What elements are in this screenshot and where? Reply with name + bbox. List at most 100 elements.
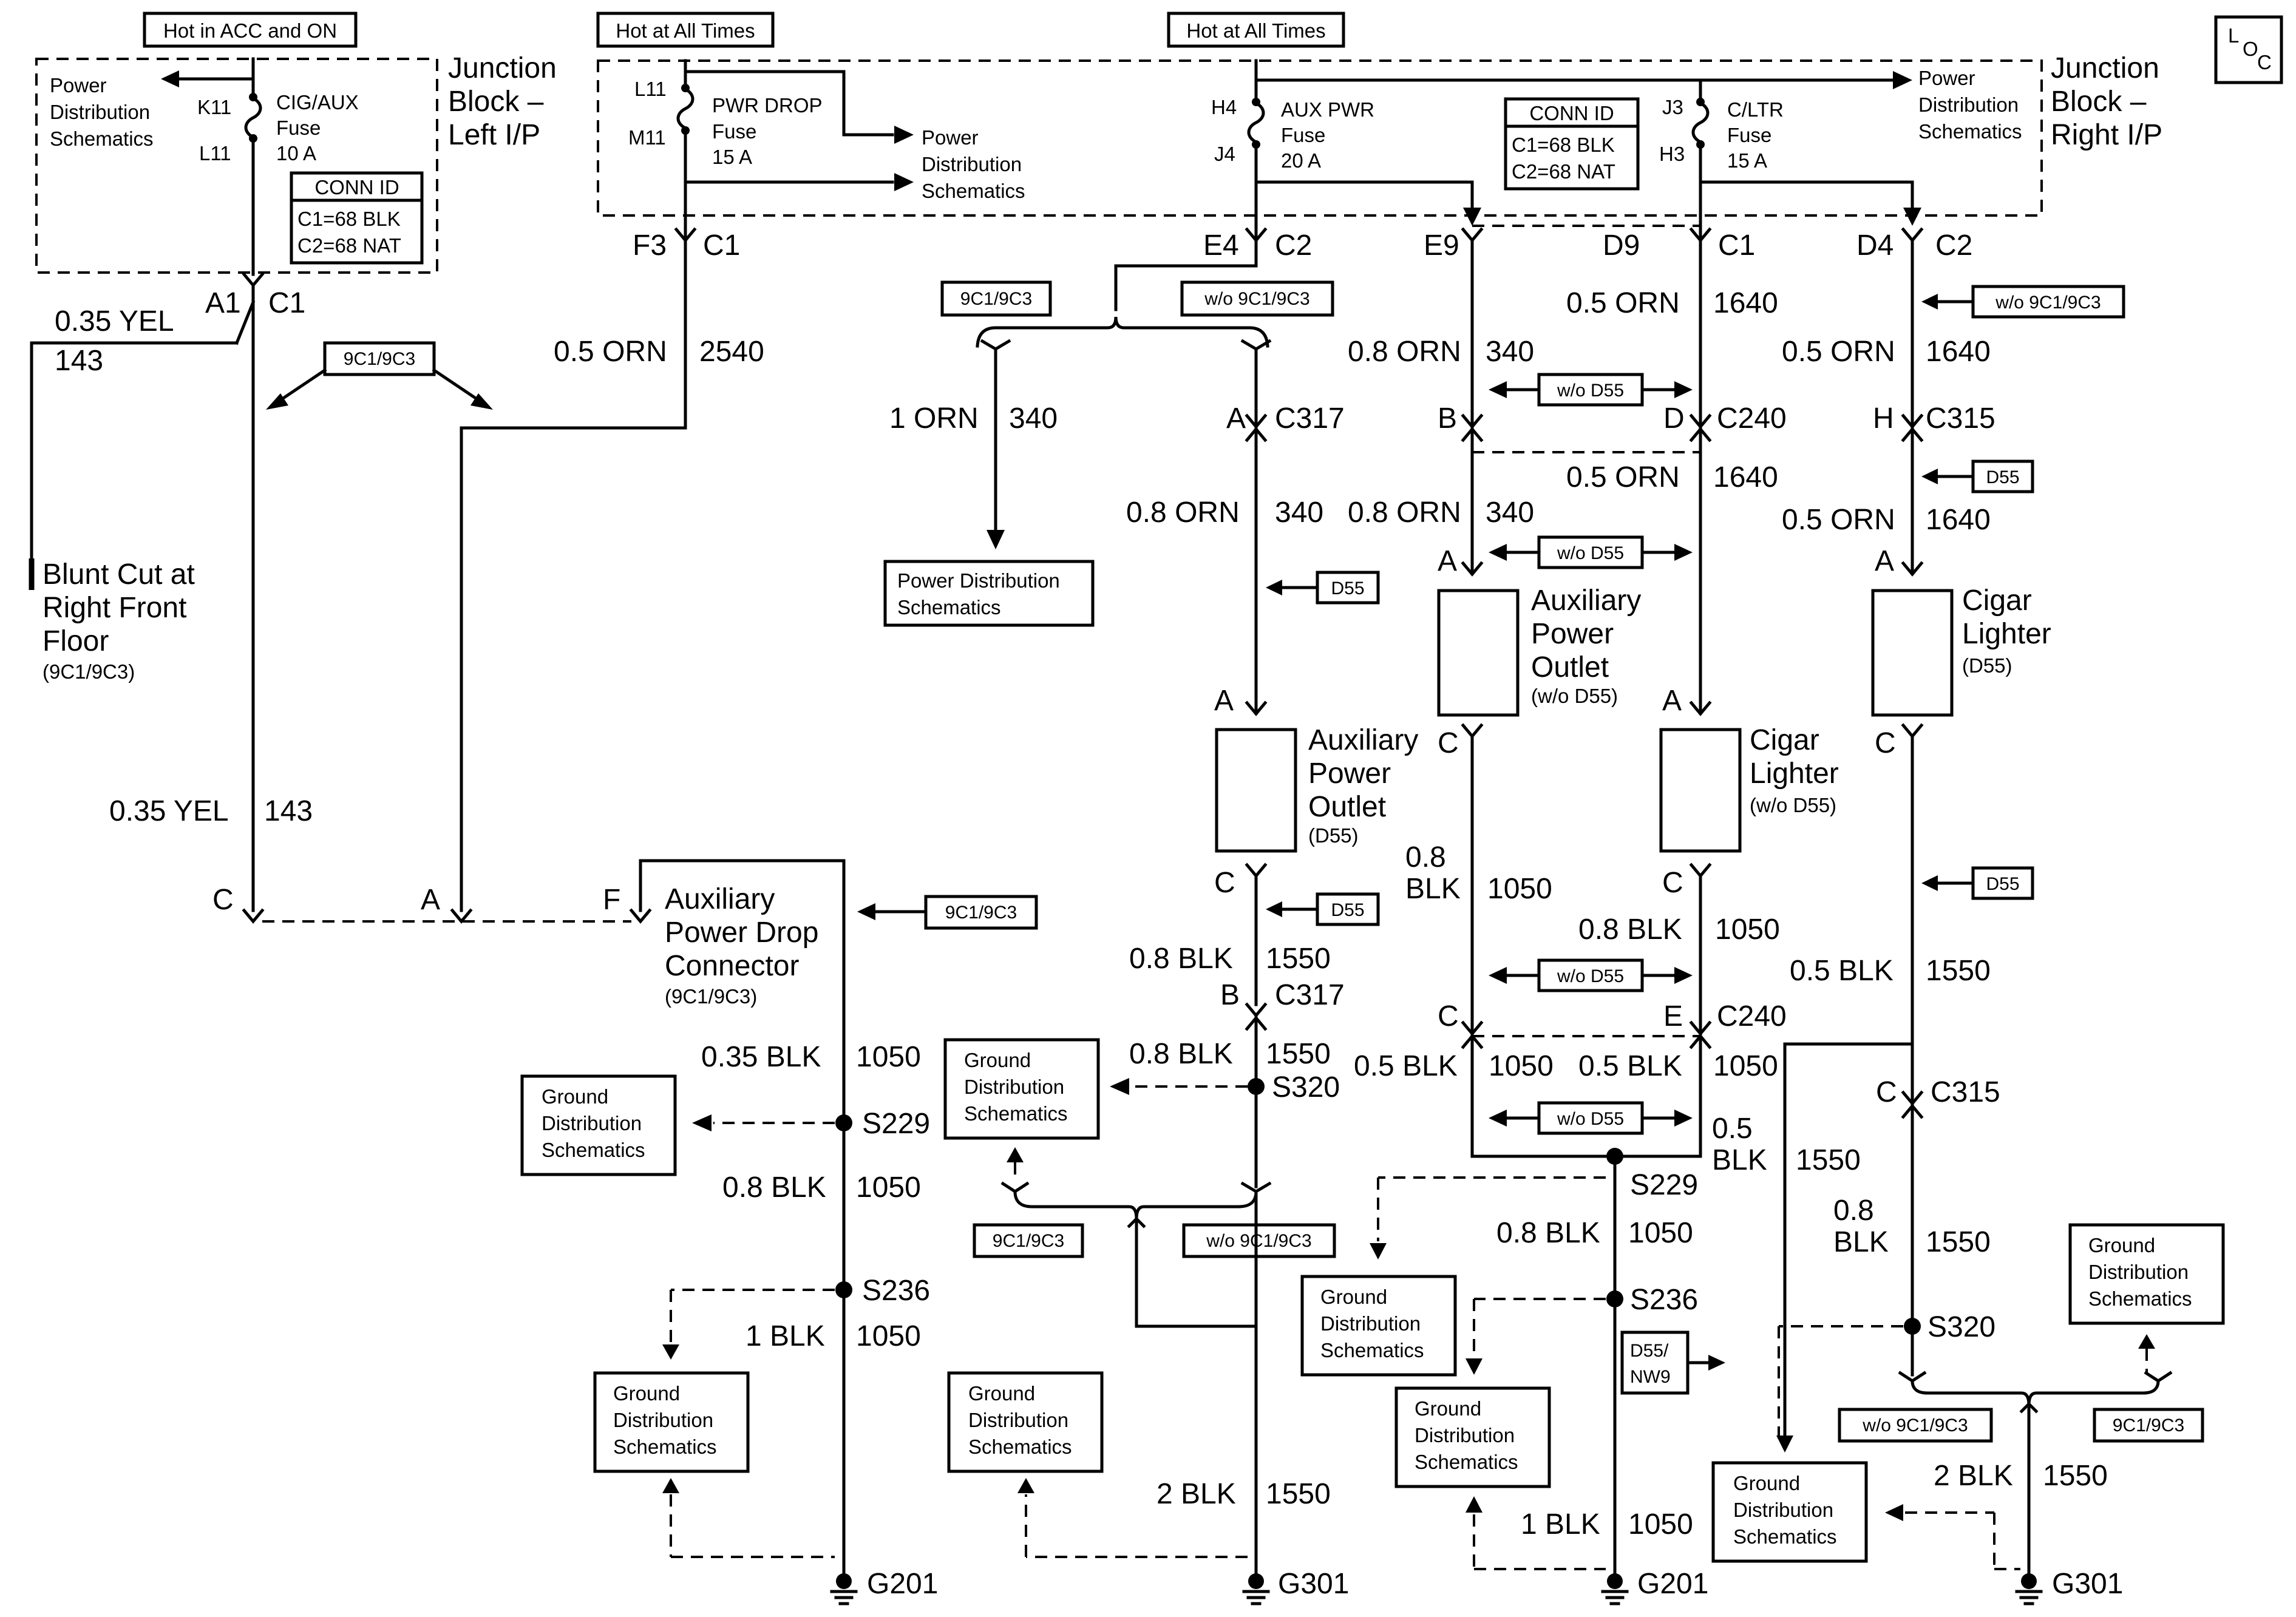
svg-text:K11: K11: [197, 96, 231, 118]
svg-text:0.5: 0.5: [1712, 1113, 1753, 1145]
svg-text:Auxiliary: Auxiliary: [1308, 724, 1418, 756]
svg-text:0.8 BLK: 0.8 BLK: [722, 1171, 826, 1204]
svg-text:Power Drop: Power Drop: [665, 917, 818, 949]
loc-icon: L O C: [2214, 15, 2283, 84]
svg-text:w/o 9C1/9C3: w/o 9C1/9C3: [1204, 289, 1309, 309]
svg-text:1 BLK: 1 BLK: [1521, 1508, 1600, 1541]
svg-text:1 ORN: 1 ORN: [889, 402, 979, 435]
gds-ref-1: Ground Distribution Schematics: [520, 1074, 677, 1176]
svg-text:F: F: [603, 884, 620, 916]
svg-text:F3: F3: [633, 229, 667, 262]
option-wo-d55-3: w/o D55: [1489, 958, 1693, 992]
svg-text:Blunt Cut at: Blunt Cut at: [42, 558, 195, 591]
svg-text:Distribution: Distribution: [968, 1409, 1068, 1431]
svg-text:Right I/P: Right I/P: [2051, 119, 2162, 151]
svg-text:1050: 1050: [856, 1171, 921, 1204]
svg-text:H4: H4: [1211, 96, 1237, 118]
svg-text:143: 143: [264, 795, 313, 827]
svg-text:Right Front: Right Front: [42, 592, 186, 624]
svg-text:0.5 ORN: 0.5 ORN: [1566, 287, 1680, 319]
svg-text:Distribution: Distribution: [1320, 1312, 1421, 1335]
svg-text:BLK: BLK: [1405, 873, 1461, 905]
svg-text:J4: J4: [1214, 143, 1235, 165]
svg-text:D9: D9: [1603, 229, 1640, 262]
svg-text:2 BLK: 2 BLK: [1156, 1478, 1236, 1510]
svg-text:A: A: [1214, 685, 1234, 717]
circuit-1050-d9: C 0.8 BLK 1050 E C240 0.5 BLK 1050 S229 …: [1370, 863, 1787, 1583]
svg-text:S229: S229: [1630, 1169, 1698, 1201]
svg-text:w/o D55: w/o D55: [1557, 966, 1624, 986]
svg-text:Schematics: Schematics: [613, 1436, 717, 1458]
gds-ref-2: Ground Distribution Schematics: [593, 1371, 750, 1473]
aux-power-outlet-d55: Auxiliary Power Outlet (D55): [1215, 724, 1418, 853]
junction-block-right: Junction Block – Right I/P L11 M11 PWR D…: [597, 52, 2162, 242]
svg-text:C2=68 NAT: C2=68 NAT: [297, 234, 401, 257]
svg-text:(9C1/9C3): (9C1/9C3): [42, 660, 135, 683]
ground-g201-right: G201: [1601, 1568, 1708, 1605]
svg-text:C: C: [1214, 867, 1235, 899]
svg-text:Power Distribution: Power Distribution: [897, 569, 1060, 592]
svg-text:1050: 1050: [1489, 1050, 1554, 1082]
svg-text:15 A: 15 A: [1727, 149, 1767, 172]
aux-power-drop-connector: C A F Auxiliary Power Drop Connector (9C…: [212, 859, 846, 1583]
svg-text:Distribution: Distribution: [542, 1112, 642, 1134]
svg-text:Distribution: Distribution: [613, 1409, 713, 1431]
svg-text:1640: 1640: [1713, 287, 1778, 319]
svg-text:0.5 BLK: 0.5 BLK: [1578, 1050, 1682, 1082]
svg-text:Ground: Ground: [542, 1085, 608, 1108]
svg-text:Distribution: Distribution: [1918, 93, 2019, 116]
svg-text:Schematics: Schematics: [50, 127, 154, 150]
svg-text:Lighter: Lighter: [1750, 758, 1839, 790]
svg-text:9C1/9C3: 9C1/9C3: [960, 289, 1032, 309]
cigar-lighter-d55: Cigar Lighter (D55): [1871, 585, 2051, 717]
svg-text:L11: L11: [634, 78, 667, 100]
svg-text:w/o 9C1/9C3: w/o 9C1/9C3: [1206, 1231, 1311, 1251]
svg-text:Outlet: Outlet: [1531, 651, 1609, 683]
svg-text:C: C: [2257, 51, 2272, 73]
svg-text:CONN ID: CONN ID: [1529, 102, 1614, 124]
svg-text:2540: 2540: [699, 336, 764, 368]
svg-text:Schematics: Schematics: [542, 1139, 645, 1161]
svg-text:Ground: Ground: [968, 1382, 1035, 1405]
svg-text:Schematics: Schematics: [922, 180, 1025, 202]
svg-text:A: A: [1226, 402, 1246, 435]
svg-text:O: O: [2243, 38, 2258, 60]
svg-text:Power: Power: [1918, 67, 1975, 89]
svg-text:A1: A1: [205, 287, 241, 319]
svg-text:A: A: [421, 884, 440, 916]
gds-ref-6: Ground Distribution Schematics: [1394, 1386, 1551, 1488]
svg-text:Schematics: Schematics: [1415, 1451, 1518, 1473]
svg-text:Outlet: Outlet: [1308, 791, 1386, 823]
svg-text:G301: G301: [2052, 1568, 2123, 1600]
svg-text:1550: 1550: [1266, 1038, 1331, 1070]
option-wo-d55-1: w/o D55: [1489, 373, 1693, 407]
svg-text:0.8 ORN: 0.8 ORN: [1348, 497, 1461, 529]
svg-text:Schematics: Schematics: [1918, 120, 2022, 143]
svg-text:B: B: [1438, 402, 1457, 435]
svg-text:C240: C240: [1717, 402, 1787, 435]
svg-text:D55: D55: [1331, 900, 1364, 920]
junction-block-left: Junction Block – Left I/P Power Distribu…: [35, 52, 557, 276]
svg-text:PWR DROP: PWR DROP: [712, 94, 823, 117]
svg-text:Distribution: Distribution: [50, 101, 150, 123]
option-wo-d55-2: w/o D55: [1489, 535, 1693, 569]
svg-text:Distribution: Distribution: [1733, 1499, 1833, 1521]
svg-text:AUX PWR: AUX PWR: [1281, 98, 1374, 121]
svg-text:0.8 BLK: 0.8 BLK: [1496, 1217, 1600, 1249]
option-wo-d55-4: w/o D55: [1489, 1101, 1693, 1135]
svg-text:A: A: [1438, 545, 1457, 577]
option-arrow-9c1-left: 9C1/9C3: [266, 341, 493, 410]
hot-label-acc-on: Hot in ACC and ON: [143, 12, 358, 48]
svg-text:1550: 1550: [2043, 1460, 2108, 1492]
svg-text:Schematics: Schematics: [968, 1436, 1072, 1458]
svg-text:340: 340: [1486, 497, 1534, 529]
svg-text:S320: S320: [1272, 1071, 1340, 1103]
svg-text:G201: G201: [867, 1568, 938, 1600]
svg-text:C2: C2: [1275, 229, 1312, 262]
svg-text:D: D: [1663, 402, 1685, 435]
svg-text:D55: D55: [1986, 874, 2019, 894]
svg-text:10 A: 10 A: [276, 142, 316, 164]
svg-text:9C1/9C3: 9C1/9C3: [945, 903, 1017, 923]
svg-text:1050: 1050: [856, 1041, 921, 1073]
svg-text:1550: 1550: [1266, 1478, 1331, 1510]
